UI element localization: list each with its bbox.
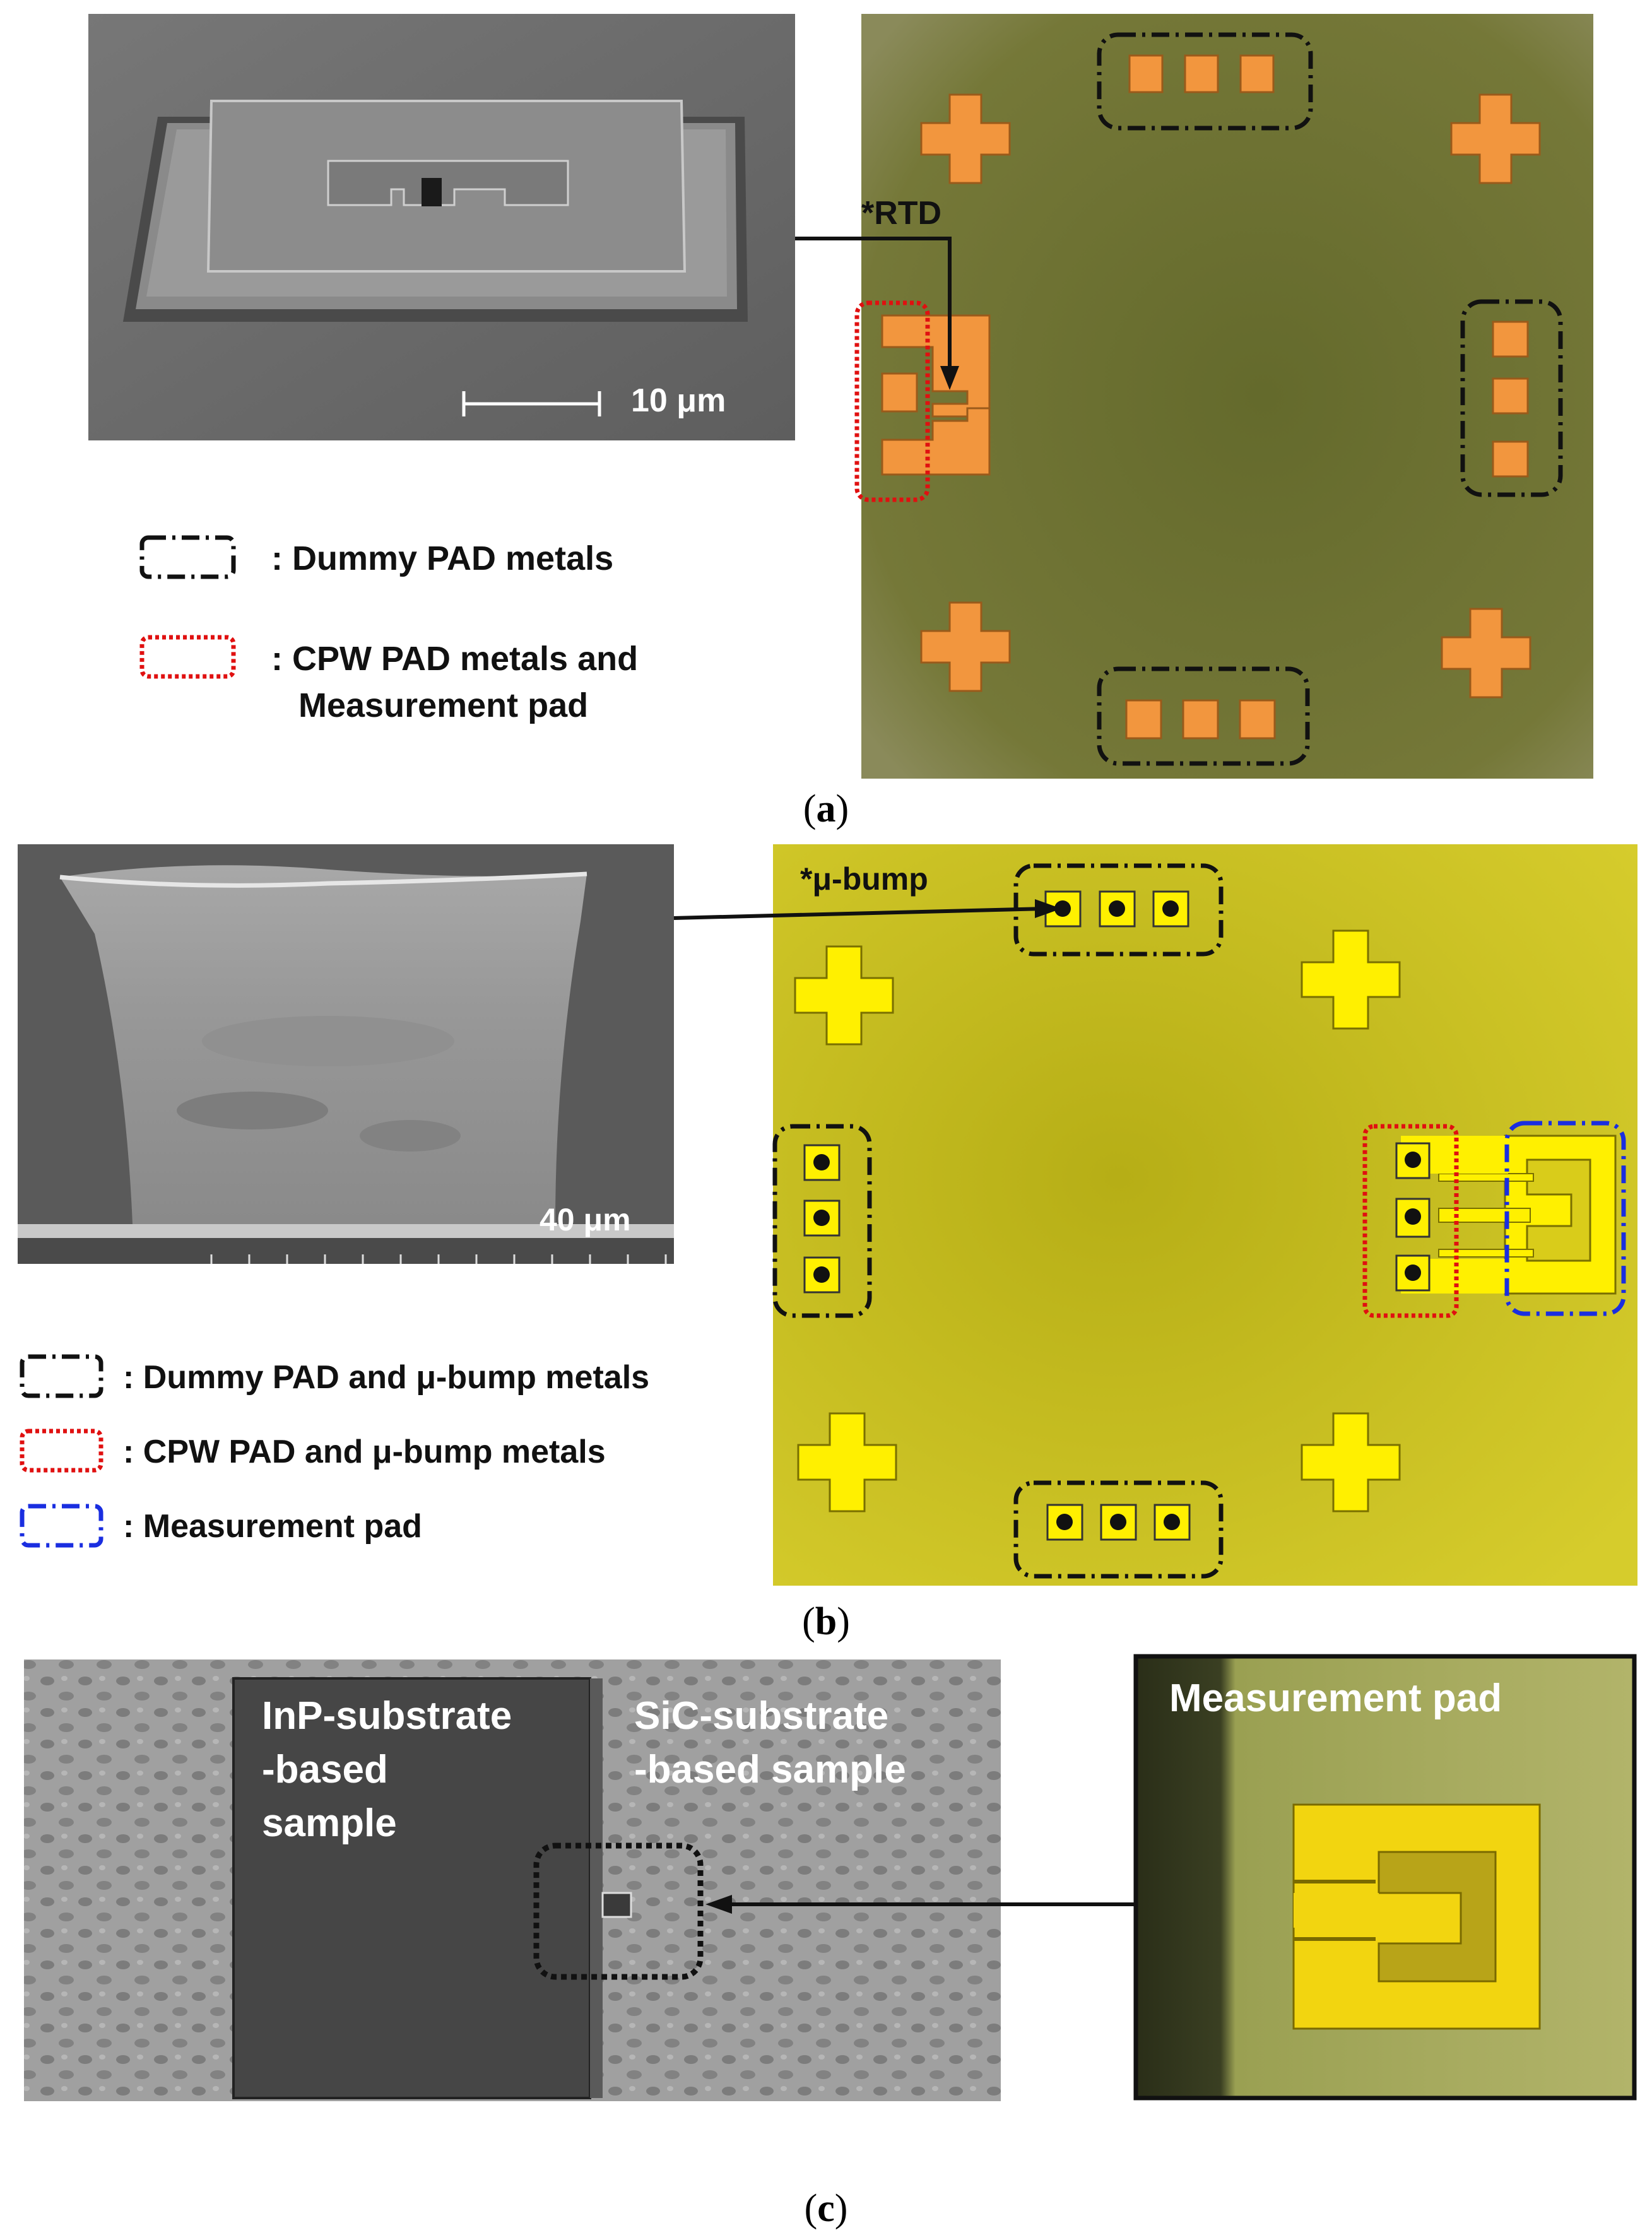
- bump-label: *μ-bump: [800, 861, 928, 897]
- dummy-pad-box-top-a: [1097, 32, 1313, 131]
- legend-b-dummy-text: : Dummy PAD and μ-bump metals: [123, 1359, 649, 1396]
- board-photo: InP-substrate -based sample SiC-substrat…: [24, 1659, 1001, 2101]
- cross-marks-b: [794, 929, 1401, 1512]
- legend-a-cpw-text: : CPW PAD metals and: [271, 640, 638, 678]
- legend-a-dummy-text: : Dummy PAD metals: [271, 539, 613, 577]
- dummy-pad-box-right-a: [1460, 299, 1563, 497]
- bump-arrow: [673, 899, 1061, 920]
- legend-b-dummy-swatch: [20, 1354, 103, 1398]
- panel-b: 40 μm *μ-bump: [18, 844, 1637, 1643]
- cross-marks-a: [920, 93, 1541, 699]
- dummy-pads-bottom-a: [1125, 699, 1276, 740]
- sic-label-2: -based sample: [634, 1748, 906, 1791]
- measurement-pad-box-c: [533, 1842, 704, 1980]
- rtd-label: *RTD: [861, 195, 941, 232]
- cpw-pads-a: [881, 314, 991, 476]
- cpw-bumps-b: [1395, 1142, 1431, 1292]
- dummy-bumps-bottom-b: [1046, 1504, 1191, 1541]
- dummy-pad-box-bottom-a: [1097, 666, 1310, 766]
- dummy-bumps-left-b: [803, 1144, 841, 1294]
- rtd-arrow: *RTD: [795, 195, 959, 390]
- legend-a-cpw-swatch: [139, 635, 236, 679]
- inp-label-3: sample: [262, 1801, 397, 1845]
- measurement-inset: Measurement pad: [1133, 1654, 1637, 2101]
- chip-image-b: *μ-bump: [772, 844, 1637, 1586]
- inp-sample: [232, 1677, 591, 2099]
- legend-b-measurement-text: : Measurement pad: [123, 1508, 422, 1545]
- scale-bar-b-label: 40 μm: [540, 1202, 631, 1237]
- inp-label-2: -based: [262, 1748, 388, 1791]
- dummy-pads-top-a: [1128, 54, 1275, 93]
- legend-a-cpw-text-2: Measurement pad: [298, 687, 588, 724]
- dummy-box-bottom-b: [1013, 1480, 1224, 1579]
- dummy-pads-right-a: [1492, 321, 1529, 478]
- measurement-box-b: [1504, 1121, 1626, 1316]
- chip-image-a: [854, 14, 1593, 779]
- legend-a: : Dummy PAD metals : CPW PAD metals and …: [139, 535, 638, 724]
- panel-c: InP-substrate -based sample SiC-substrat…: [24, 1654, 1637, 2230]
- scale-bar-a-label: 10 μm: [631, 382, 726, 419]
- inset-arrow: [705, 1895, 1136, 1914]
- sem-image-rtd: 10 μm: [88, 14, 795, 440]
- legend-b-cpw-text: : CPW PAD and μ-bump metals: [123, 1434, 606, 1470]
- legend-b: : Dummy PAD and μ-bump metals : CPW PAD …: [20, 1354, 649, 1548]
- caption-c: (c): [805, 2187, 848, 2230]
- measurement-pad-label: Measurement pad: [1169, 1677, 1502, 1720]
- sic-label-1: SiC-substrate: [634, 1694, 888, 1738]
- caption-b: (b): [802, 1600, 850, 1643]
- panel-a: 10 μm: [88, 14, 1593, 830]
- legend-b-measurement-swatch: [20, 1504, 103, 1548]
- sem-image-bump: 40 μm: [18, 844, 674, 1264]
- sem-ruler-ticks: [210, 1254, 667, 1264]
- caption-a: (a): [803, 787, 849, 830]
- inp-label-1: InP-substrate: [262, 1694, 512, 1738]
- legend-a-dummy-swatch: [139, 535, 236, 579]
- cpw-pad-box-a: [854, 300, 930, 502]
- dummy-bumps-top-b: [1044, 890, 1189, 928]
- legend-b-cpw-swatch: [20, 1429, 103, 1473]
- cpw-box-b: [1362, 1124, 1459, 1318]
